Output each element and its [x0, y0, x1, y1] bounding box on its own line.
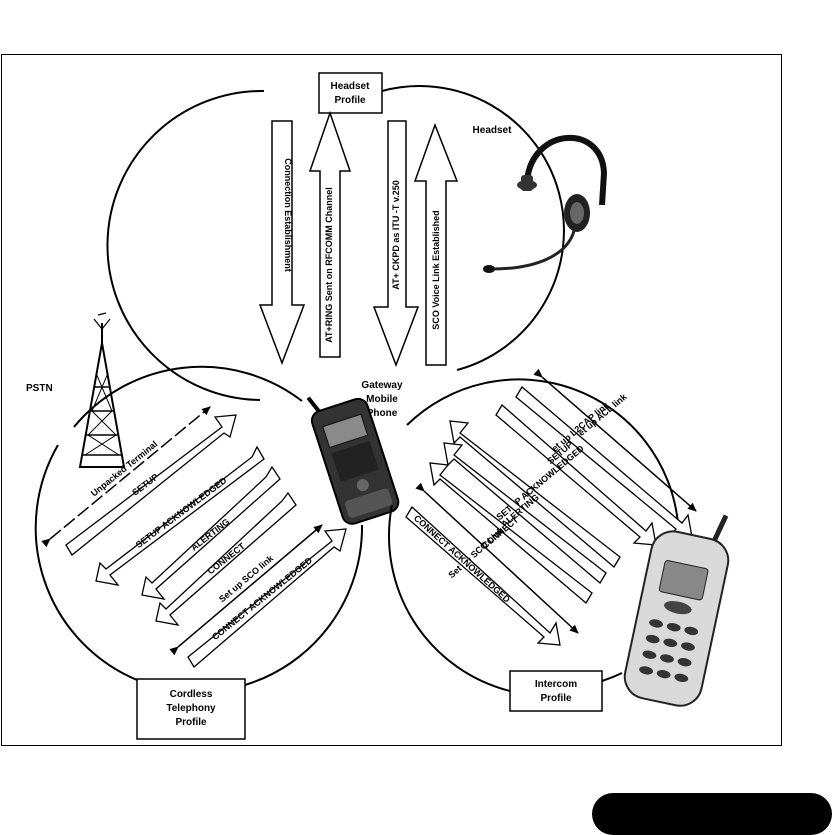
cordless-arrow-connect-ack: CONNECT ACKNOWLEDGED	[187, 528, 347, 668]
msg-connect: CONNECT	[206, 541, 248, 577]
headset-device-label: Headset	[473, 125, 513, 136]
cordless-circle-top-arc	[73, 365, 303, 428]
headset-circle-left-arc	[106, 89, 265, 401]
cordless-profile-box: Cordless Telephony Profile	[136, 678, 246, 740]
headset-image	[483, 135, 608, 273]
msg-intercom-setup-acknowledged: SETUP ACKNOWLEDGED	[494, 443, 586, 522]
gateway-label-line2: Mobile	[366, 394, 398, 405]
intercom-profile-label-line2: Profile	[540, 693, 572, 704]
headset-profile-label-line2: Profile	[334, 95, 366, 106]
intercom-profile-box: Intercom Profile	[509, 670, 603, 712]
intercom-profile-label-line1: Intercom	[535, 679, 577, 690]
pstn-label: PSTN	[26, 383, 53, 394]
bluetooth-profiles-diagram: Headset Profile Connection Establishment…	[26, 72, 730, 740]
cordless-circle-right-arc	[244, 524, 364, 686]
intercom-circle-right-arc	[601, 672, 623, 682]
headset-profile-label-line1: Headset	[331, 81, 371, 92]
intercom-arrow-l2cap: Set up L2CAP link	[515, 386, 693, 538]
gateway-phone-image	[306, 396, 400, 525]
headset-profile-box: Headset Profile	[318, 72, 383, 114]
arrow-connection-establishment: Connection Establishment	[258, 120, 306, 366]
arrow-at-ckpd: AT+ CKPD as ITU -T v.250	[372, 120, 420, 368]
arrow-sco-voice-link: SCO Voice Link Established	[413, 122, 459, 366]
intercom-phone-image	[623, 514, 730, 707]
cordless-profile-label-line1: Cordless	[170, 689, 213, 700]
diagram-frame: Headset Profile Connection Establishment…	[1, 54, 782, 746]
arrow-at-ring: AT+RING Sent on RFCOMM Channel	[308, 110, 352, 358]
msg-sco-voice-link: SCO Voice Link Established	[431, 210, 441, 329]
cordless-profile-label-line3: Profile	[175, 717, 207, 728]
intercom-circle-left-arc	[388, 504, 511, 692]
intercom-arrow-connect: CONNECT	[429, 462, 593, 604]
msg-alerting: ALERTING	[189, 517, 231, 553]
msg-connection-establishment: Connection Establishment	[283, 158, 293, 272]
gateway-label-line3: Phone	[367, 408, 398, 419]
black-pill-tab[interactable]	[592, 793, 832, 835]
cordless-profile-label-line2: Telephony	[166, 703, 216, 714]
msg-at-ckpd: AT+ CKPD as ITU -T v.250	[391, 180, 401, 289]
gateway-label-line1: Gateway	[361, 380, 403, 391]
msg-at-ring: AT+RING Sent on RFCOMM Channel	[324, 187, 334, 343]
headset-circle-right-arc	[381, 85, 565, 371]
